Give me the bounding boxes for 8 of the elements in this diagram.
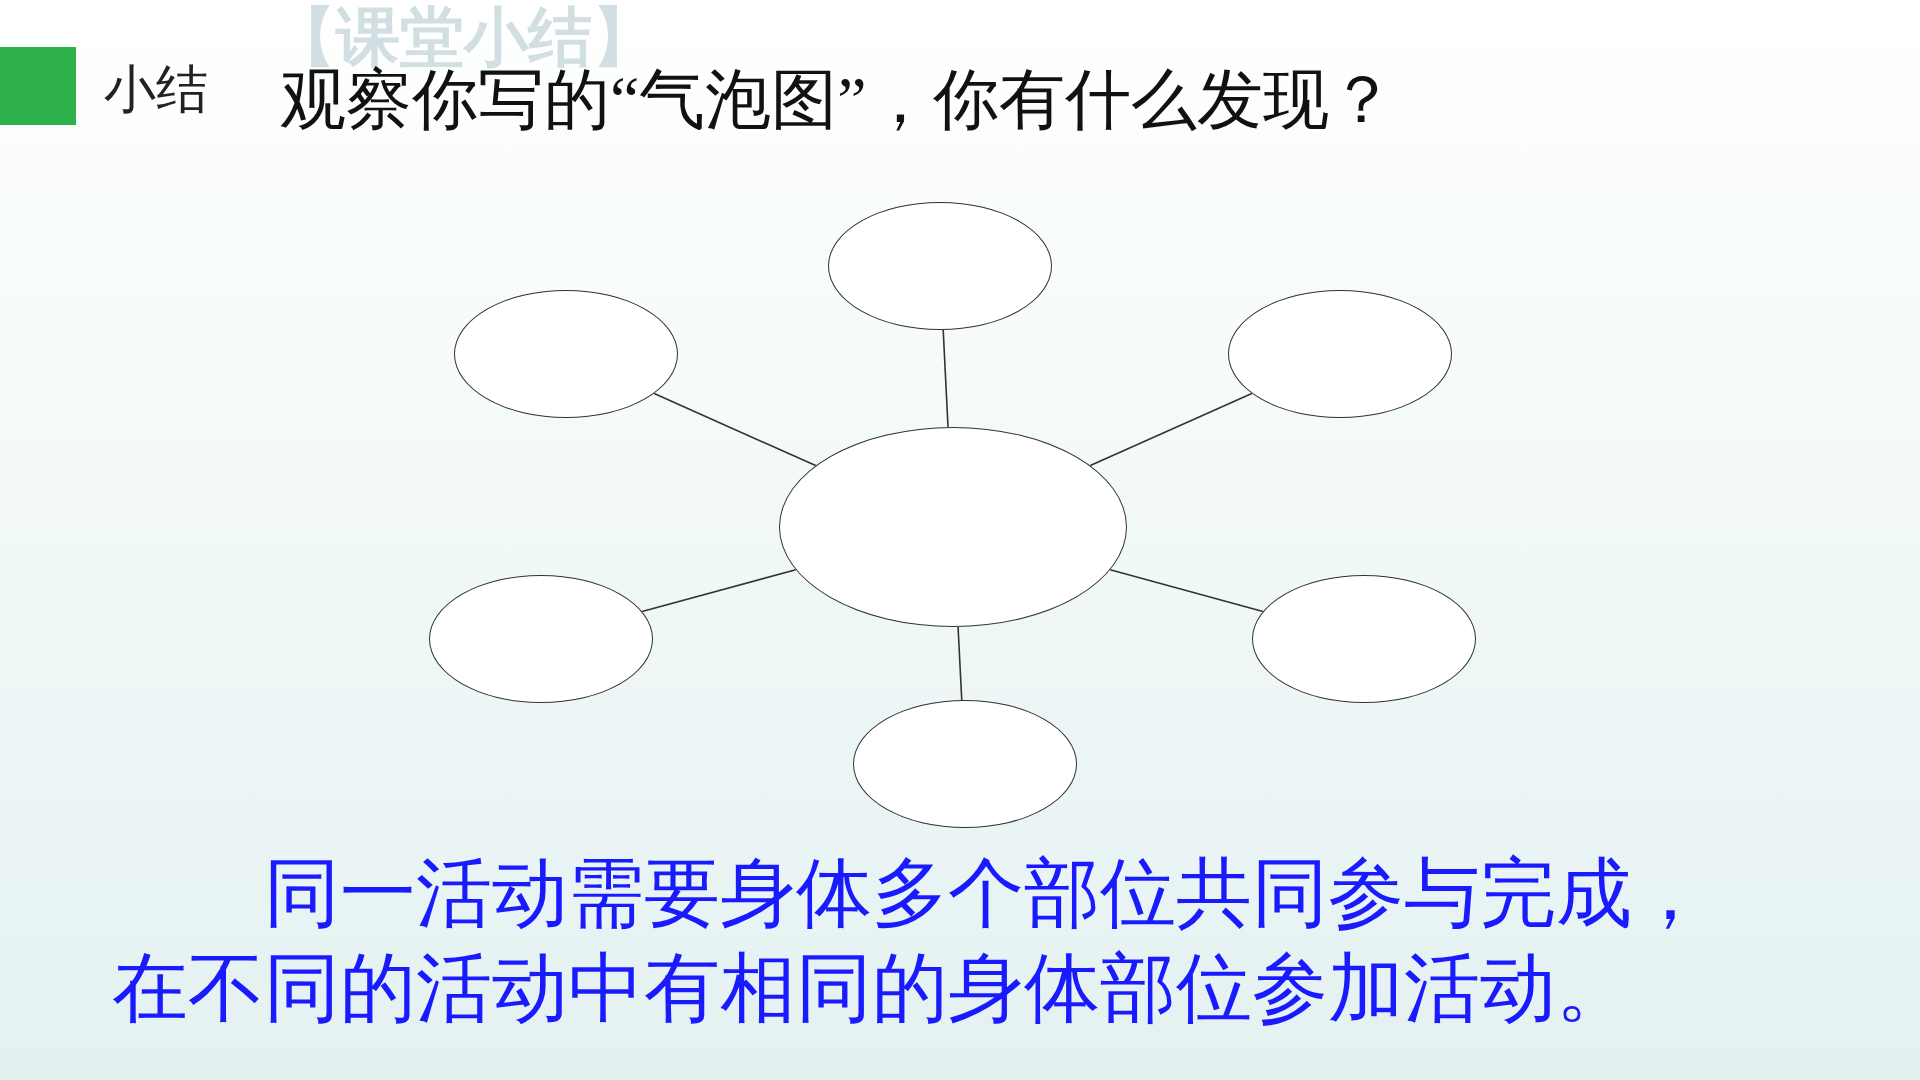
connector-line xyxy=(653,392,817,467)
connector-line xyxy=(641,568,797,613)
connector-line xyxy=(957,626,963,701)
connector-line xyxy=(942,329,949,428)
connector-line xyxy=(1109,569,1264,613)
connector-line xyxy=(1089,392,1253,467)
section-label: 小结 xyxy=(104,59,208,120)
summary-text: 同一活动需要身体多个部位共同参与完成，在不同的活动中有相同的身体部位参加活动。 xyxy=(112,849,1709,1032)
